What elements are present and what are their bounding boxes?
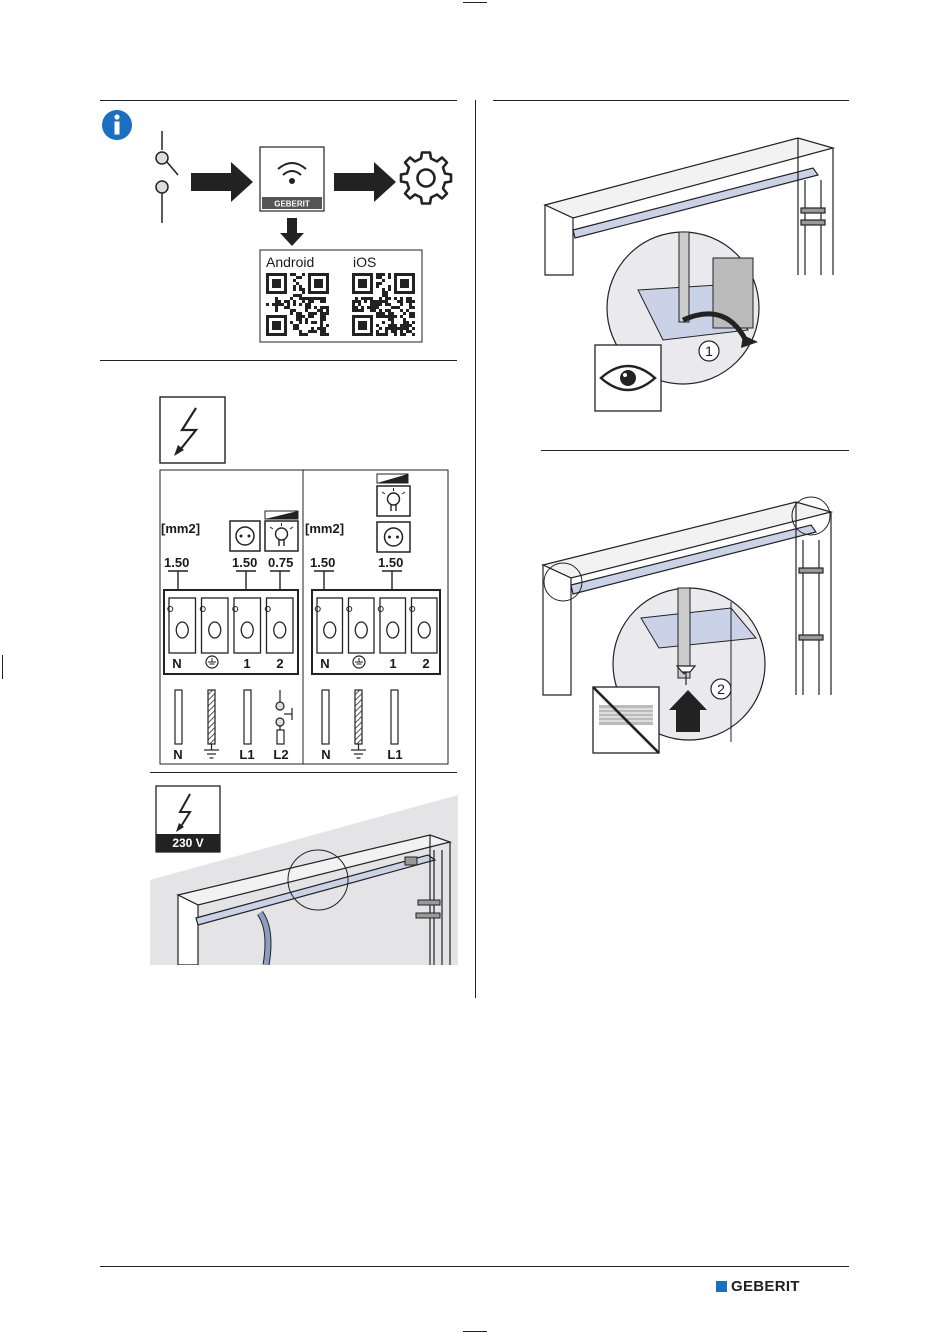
panel-wiring: [mm2] 1.50 1.50 0.75 N 1 2 [150, 390, 455, 770]
arrow-down-icon [280, 218, 304, 246]
socket-icon [377, 522, 410, 552]
margin-mark [2, 655, 3, 679]
voltage-label: 230 V [172, 836, 203, 850]
ios-label: iOS [353, 254, 376, 270]
brand-square-icon [716, 1281, 727, 1292]
rule-panel4-top [493, 100, 849, 101]
android-label: Android [266, 254, 314, 270]
rule-footer [100, 1266, 849, 1267]
column-divider [475, 100, 476, 998]
socket-icon [230, 521, 260, 551]
cross-section-value: 1.50 [310, 555, 335, 570]
cross-section-value: 0.75 [268, 555, 293, 570]
panel-inspect-hook: 1 [543, 130, 843, 412]
terminal-label: 2 [276, 656, 283, 671]
brand-name: GEBERIT [731, 1278, 800, 1295]
arrow-icon [334, 162, 396, 202]
panel-fasten-screw: 2 [541, 490, 841, 755]
wire-label: N [321, 747, 330, 762]
device-brand-label: GEBERIT [274, 200, 310, 209]
terminal-label: 1 [243, 656, 250, 671]
rule-panel2-top [100, 360, 457, 361]
lamp-icon [377, 486, 410, 516]
wire-label: L1 [239, 747, 254, 762]
page-mark-bottom [463, 1331, 487, 1332]
panel-app-setup: GEBERIT Android iOS [96, 105, 458, 350]
terminal-label: N [320, 656, 329, 671]
no-wipe-icon [593, 687, 659, 753]
wire-label: L1 [387, 747, 402, 762]
wire-label: N [173, 747, 182, 762]
rule-panel3-top [150, 772, 457, 773]
footer-brand-logo: GEBERIT [716, 1278, 800, 1295]
info-icon [102, 110, 132, 140]
switch-icon [156, 131, 178, 223]
callout-number: 1 [705, 343, 713, 359]
terminal-label: 2 [422, 656, 429, 671]
terminal-label: 1 [389, 656, 396, 671]
callout-number: 2 [717, 681, 725, 697]
wifi-device: GEBERIT [260, 147, 324, 211]
unit-label-right: [mm2] [305, 521, 344, 536]
lamp-icon [265, 521, 298, 551]
gear-icon [401, 153, 451, 204]
unit-label-left: [mm2] [161, 521, 200, 536]
terminal-label: N [172, 656, 181, 671]
wire-label: L2 [273, 747, 288, 762]
eye-icon [595, 345, 661, 411]
lightning-icon [160, 397, 225, 463]
cross-section-value: 1.50 [378, 555, 403, 570]
panel-power-cable: 230 V [150, 780, 458, 965]
cross-section-value: 1.50 [232, 555, 257, 570]
arrow-icon [191, 162, 253, 202]
rule-panel5-top [541, 450, 849, 451]
cross-section-value: 1.50 [164, 555, 189, 570]
lightning-icon: 230 V [156, 786, 220, 852]
rule-panel1-top [100, 100, 457, 101]
page-mark-top [463, 2, 487, 3]
